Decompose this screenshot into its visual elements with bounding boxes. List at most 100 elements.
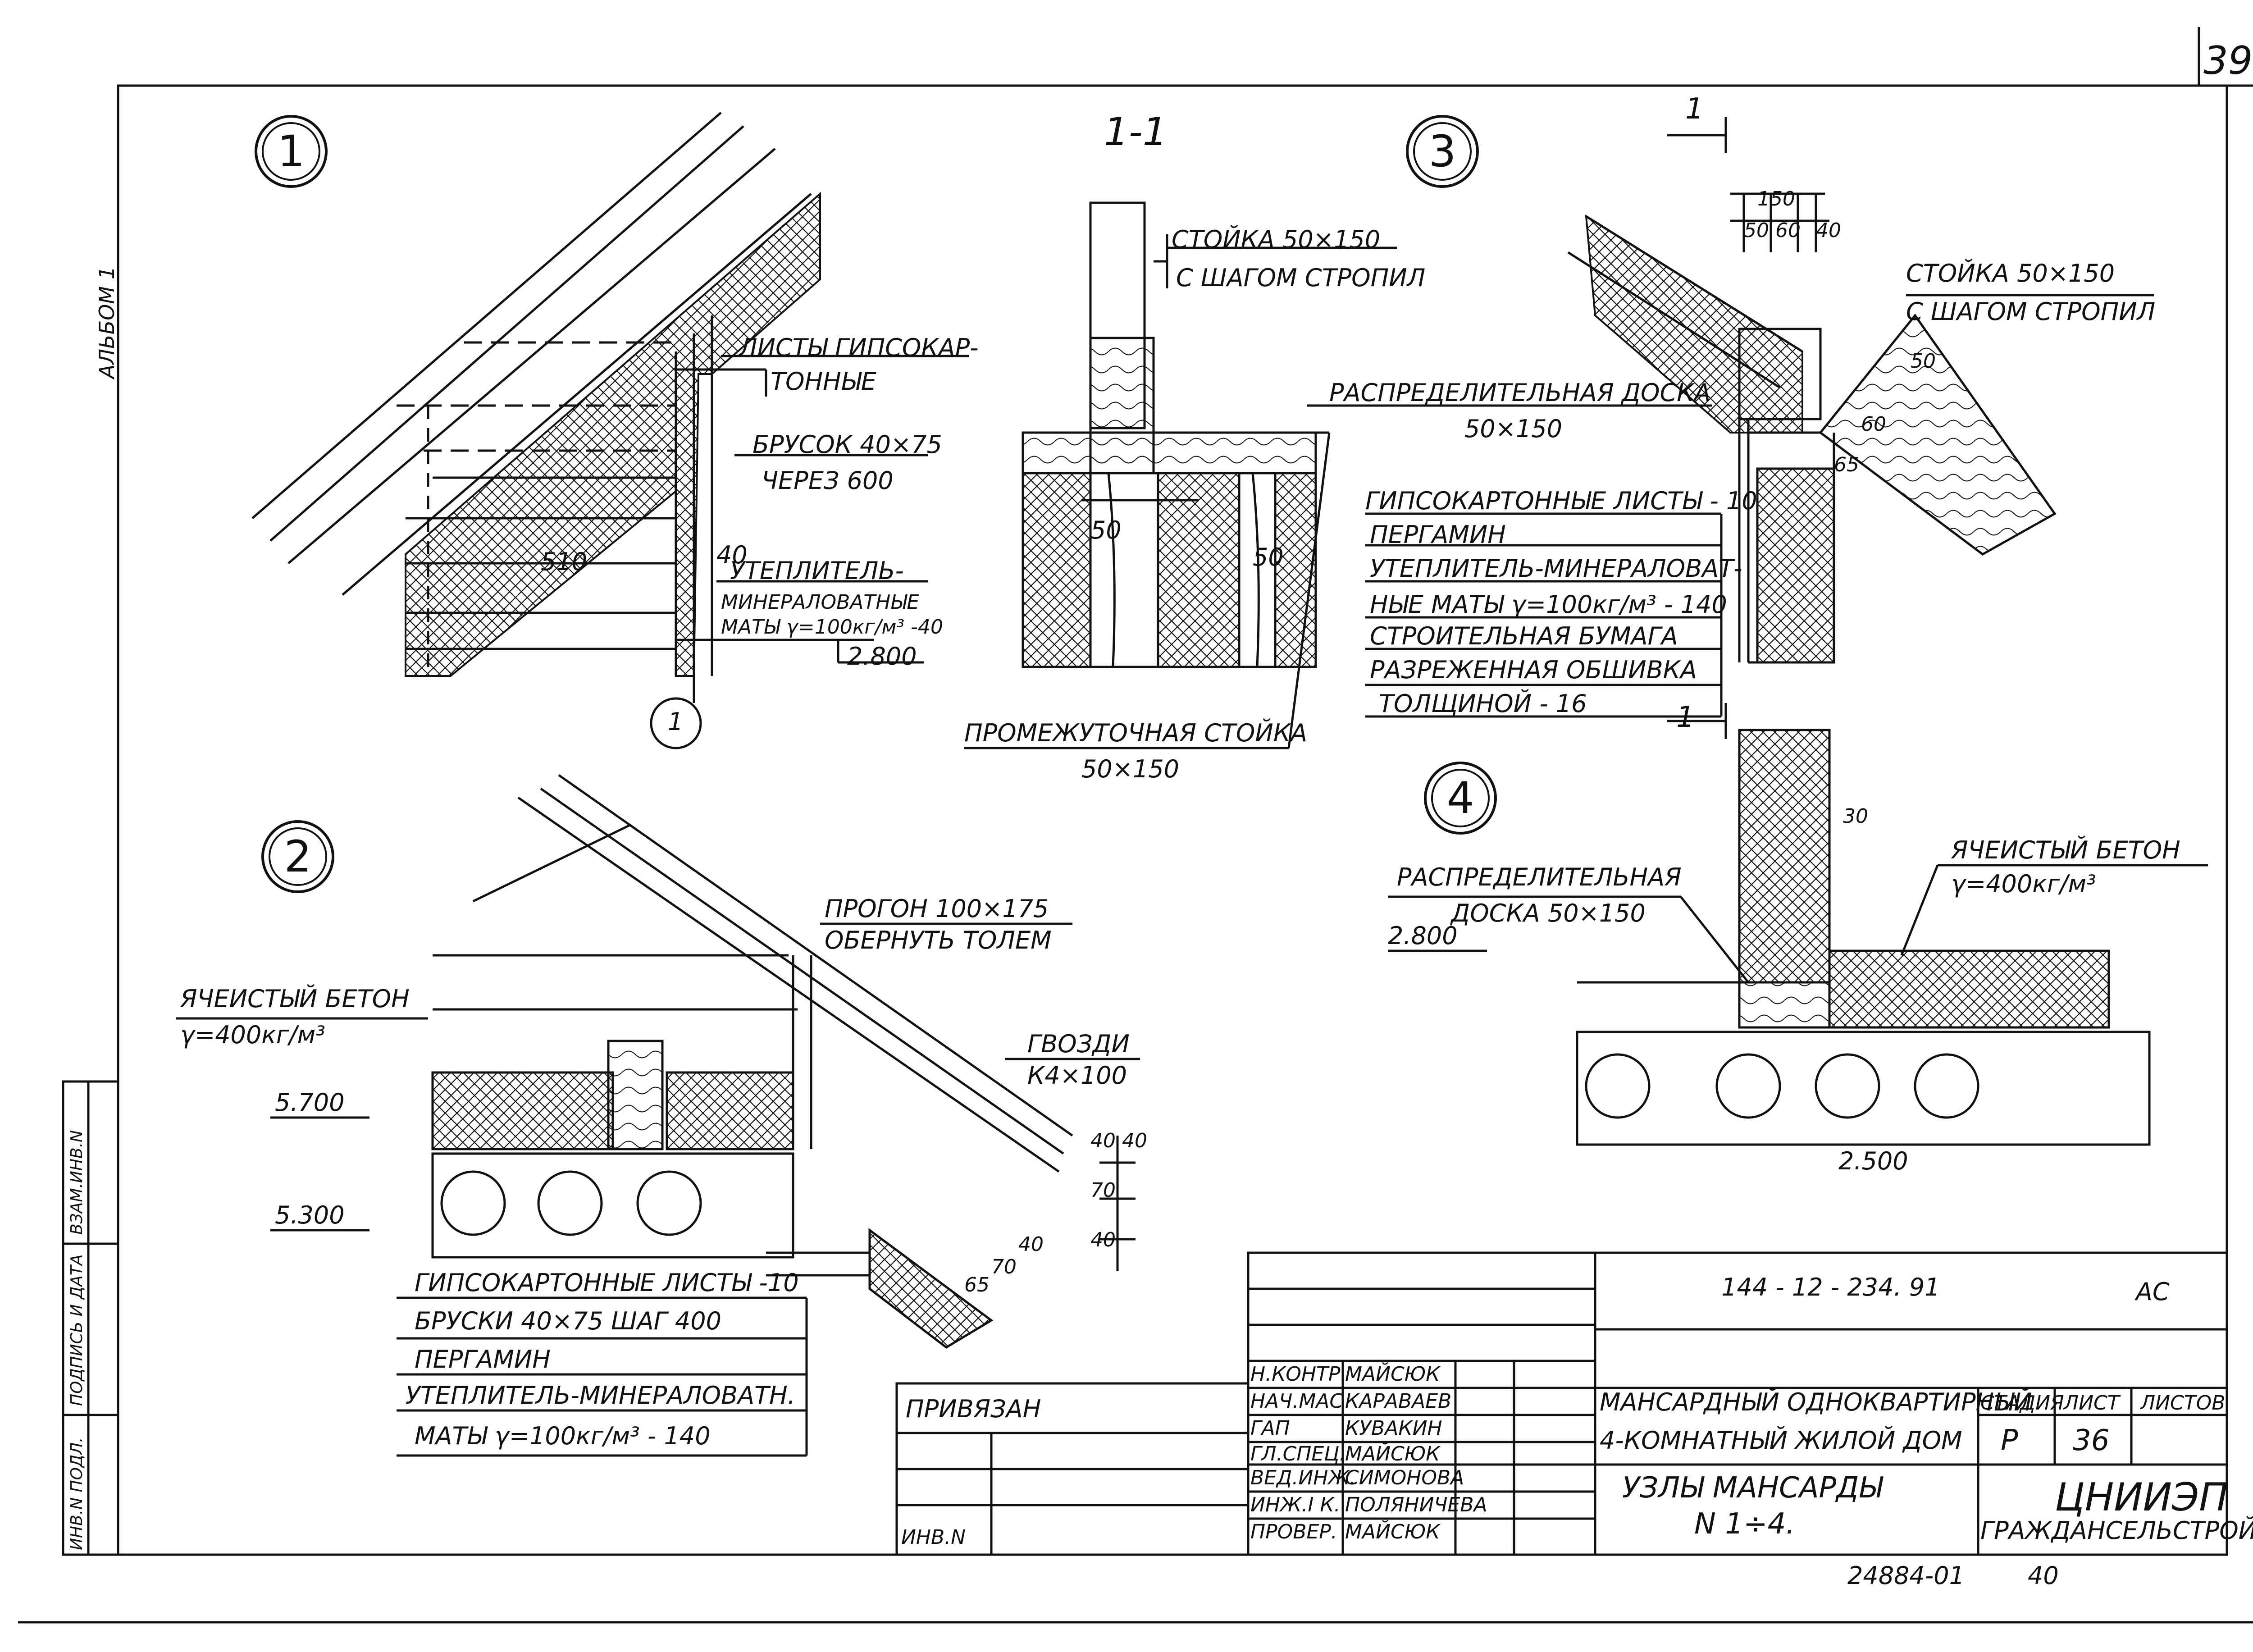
node1-drawing	[251, 112, 924, 703]
sec-board2: 50×150	[1464, 415, 1563, 443]
stamp-project1: МАНСАРДНЫЙ ОДНОКВАРТИРНЫЙ	[1600, 1388, 2032, 1416]
section11-drawing	[1022, 201, 1331, 748]
section-mark-top: 1	[1685, 92, 1704, 126]
node1-sheets: ЛИСТЫ ГИПСОКАР-	[739, 333, 979, 362]
node3-d50: 50	[1744, 219, 1769, 242]
stamp-stage: Р	[2001, 1424, 2018, 1457]
stamp-footer: 24884-01	[1847, 1561, 1965, 1590]
stamp-org2: ГРАЖДАНСЕЛЬСТРОЙ	[1980, 1516, 2253, 1545]
stamp-role-5: ИНЖ.I К.	[1250, 1493, 1341, 1516]
node-number-3: 3	[1406, 115, 1479, 188]
node2-drawing	[431, 774, 1136, 1349]
stamp-col-sheets: ЛИСТОВ	[2140, 1392, 2226, 1415]
title-block-lines	[895, 1251, 2228, 1556]
stamp-role-3: ГЛ.СПЕЦ.	[1250, 1442, 1346, 1465]
layer-node2-4: МАТЫ γ=100кг/м³ - 140	[415, 1422, 711, 1450]
stamp-role-1: НАЧ.МАС	[1250, 1390, 1344, 1413]
node2-d40d: 40	[1018, 1233, 1044, 1256]
node1-ins2: МИНЕРАЛОВАТНЫЕ	[721, 591, 920, 614]
node3-d150: 150	[1757, 187, 1795, 210]
node1-level: 2.800	[847, 642, 917, 671]
sec-board: РАСПРЕДЕЛИТЕЛЬНАЯ ДОСКА	[1329, 379, 1711, 407]
layer-node2-3: УТЕПЛИТЕЛЬ-МИНЕРАЛОВАТН.	[406, 1381, 795, 1410]
node4-concrete2: γ=400кг/м³	[1951, 870, 2096, 898]
layers-main-lines	[1365, 512, 1723, 718]
side-stamp-sign: ПОДПИСЬ И ДАТА	[68, 1254, 86, 1406]
layer-main-6: ТОЛЩИНОЙ - 16	[1379, 689, 1587, 718]
stamp-role-0: Н.КОНТР.	[1250, 1363, 1347, 1386]
node4-board2: ДОСКА 50×150	[1451, 899, 1646, 927]
stamp-name-1: КАРАВАЕВ	[1345, 1390, 1452, 1413]
stamp-col-stage: СТАДИЯ	[1980, 1392, 2064, 1415]
sec-dim50b: 50	[1253, 543, 1284, 571]
node3-post: СТОЙКА 50×150	[1906, 259, 2115, 288]
stamp-role-2: ГАП	[1250, 1417, 1290, 1440]
node2-d70a: 70	[1090, 1179, 1116, 1202]
stamp-title2: N 1÷4.	[1694, 1507, 1795, 1541]
album-label: АЛЬБОМ 1	[95, 266, 119, 379]
node-number-1: 1	[255, 115, 328, 188]
node2-concrete2: γ=400кг/м³	[180, 1021, 325, 1049]
stamp-stage-code: АС	[2136, 1278, 2170, 1306]
node2-purlin: ПРОГОН 100×175	[825, 894, 1049, 923]
node3-d60b: 60	[1861, 413, 1886, 436]
side-stamp-replace: ВЗАМ.ИНВ.N	[68, 1130, 86, 1235]
stamp-name-6: МАЙСЮК	[1345, 1520, 1440, 1543]
node3-d60: 60	[1775, 219, 1801, 242]
node1-bar2: ЧЕРЕЗ 600	[762, 466, 894, 495]
stamp-role-6: ПРОВЕР.	[1250, 1520, 1337, 1543]
sec-mid2: 50×150	[1081, 755, 1180, 783]
stamp-project2: 4-КОМНАТНЫЙ ЖИЛОЙ ДОМ	[1600, 1426, 1962, 1455]
node3-drawing	[1567, 117, 2057, 739]
section-mark-bottom: 1	[1676, 701, 1695, 734]
stamp-footer2: 40	[2028, 1561, 2059, 1590]
sec-post: СТОЙКА 50×150	[1172, 225, 1381, 254]
stamp-name-0: МАЙСЮК	[1345, 1363, 1440, 1386]
sec-post2: С ШАГОМ СТРОПИЛ	[1176, 264, 1426, 292]
node3-d40: 40	[1816, 219, 1841, 242]
layer-main-2: УТЕПЛИТЕЛЬ-МИНЕРАЛОВАТ-	[1370, 554, 1742, 583]
node3-post2: С ШАГОМ СТРОПИЛ	[1906, 297, 2156, 326]
stamp-bound: ПРИВЯЗАН	[906, 1395, 1041, 1423]
stamp-inv: ИНВ.N	[901, 1526, 966, 1549]
node2-d65: 65	[964, 1273, 990, 1296]
layer-main-1: ПЕРГАМИН	[1370, 520, 1506, 549]
node2-level1: 5.700	[275, 1088, 345, 1117]
stamp-col-sheet: ЛИСТ	[2064, 1392, 2120, 1415]
stamp-code: 144 - 12 - 234. 91	[1721, 1273, 1940, 1301]
side-stamp-inv: ИНВ.N ПОДЛ.	[68, 1437, 86, 1550]
layer-main-4: СТРОИТЕЛЬНАЯ БУМАГА	[1370, 622, 1678, 650]
stamp-name-2: КУВАКИН	[1345, 1417, 1442, 1440]
node2-purlin2: ОБЕРНУТЬ ТОЛЕМ	[825, 926, 1052, 954]
stamp-title1: УЗЛЫ МАНСАРДЫ	[1622, 1471, 1883, 1505]
node1-bar: БРУСОК 40×75	[753, 430, 942, 459]
layer-main-5: РАЗРЕЖЕННАЯ ОБШИВКА	[1370, 656, 1697, 684]
layer-node2-0: ГИПСОКАРТОННЫЕ ЛИСТЫ -10	[415, 1269, 799, 1297]
stamp-role-4: ВЕД.ИНЖ.	[1250, 1466, 1356, 1489]
node2-d40a: 40	[1090, 1129, 1116, 1152]
sec-dim50a: 50	[1090, 516, 1122, 544]
node4-drawing	[1576, 729, 2151, 1146]
node1-ins1: УТЕПЛИТЕЛЬ-	[730, 557, 904, 585]
node3-d50b: 50	[1911, 350, 1936, 373]
node4-d30: 30	[1843, 805, 1868, 828]
layer-node2-1: БРУСКИ 40×75 ШАГ 400	[415, 1307, 721, 1335]
node4-board: РАСПРЕДЕЛИТЕЛЬНАЯ	[1397, 863, 1682, 891]
sec-mid: ПРОМЕЖУТОЧНАЯ СТОЙКА	[964, 719, 1308, 747]
layer-main-0: ГИПСОКАРТОННЫЕ ЛИСТЫ - 10	[1365, 487, 1757, 515]
node2-d70b: 70	[991, 1255, 1017, 1278]
node2-level2: 5.300	[275, 1201, 345, 1229]
node2-concrete: ЯЧЕИСТЫЙ БЕТОН	[180, 985, 410, 1013]
stamp-name-3: МАЙСЮК	[1345, 1442, 1440, 1465]
node4-level1: 2.800	[1388, 922, 1458, 950]
node2-d40c: 40	[1090, 1228, 1116, 1251]
node-number-2: 2	[261, 820, 334, 893]
section-title: 1-1	[1104, 110, 1168, 155]
node2-nails: ГВОЗДИ	[1027, 1030, 1130, 1058]
node-number-4: 4	[1424, 762, 1497, 835]
stamp-org1: ЦНИИЭП	[2055, 1475, 2228, 1520]
node1-dim510: 510	[541, 548, 588, 576]
sheet-number: 39	[2203, 38, 2253, 83]
